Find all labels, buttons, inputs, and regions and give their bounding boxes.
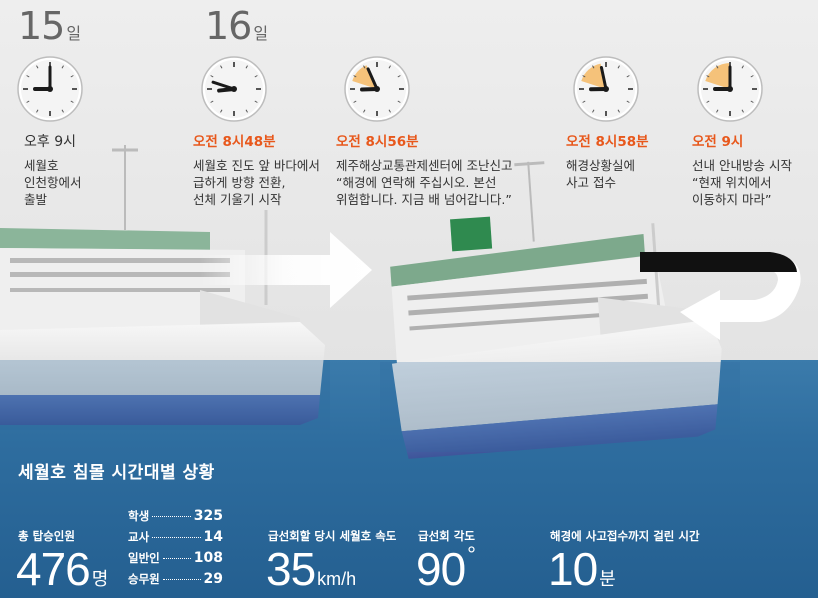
clock-icon <box>17 56 83 122</box>
clock-icon <box>344 56 410 122</box>
infographic-title: 세월호 침몰 시간대별 상황 <box>18 463 215 483</box>
event-time: 오전 8시56분 <box>336 134 419 150</box>
event-desc: 세월호 진도 앞 바다에서 급하게 방향 전환, 선체 기울기 시작 <box>193 158 320 207</box>
event-time: 오전 8시58분 <box>566 134 649 150</box>
progress-arrow <box>200 232 372 308</box>
minute-hand <box>211 80 236 91</box>
elapsed-wedge <box>581 63 606 89</box>
passengers-label: 총 탑승인원 <box>18 529 75 543</box>
clock-icon <box>201 56 267 122</box>
minute-hand <box>599 65 608 91</box>
event-desc: 해경상황실에 사고 접수 <box>566 158 636 190</box>
ship-listing <box>390 161 722 459</box>
ship-upright <box>0 145 330 430</box>
event-1: 오후 9시 세월호 인천항에서 출발 <box>24 134 82 208</box>
report-time-label: 해경에 사고접수까지 걸린 시간 <box>550 529 700 543</box>
elapsed-wedge <box>705 63 730 89</box>
event-desc: 제주해상교통관제센터에 조난신고 “해경에 연락해 주십시오. 본선 위험합니다… <box>336 158 513 207</box>
event-4: 오전 8시58분 해경상황실에 사고 접수 <box>566 134 649 191</box>
angle-label: 급선회 각도 <box>418 529 475 543</box>
event-5: 오전 9시 선내 안내방송 시작 “현재 위치에서 이동하지 마라” <box>692 134 792 208</box>
event-time: 오후 9시 <box>24 134 76 150</box>
event-2: 오전 8시48분 세월호 진도 앞 바다에서 급하게 방향 전환, 선체 기울기… <box>193 134 320 208</box>
event-time: 오전 9시 <box>692 134 744 150</box>
angle-value: 90° <box>416 542 476 595</box>
speed-label: 급선회할 당시 세월호 속도 <box>268 529 397 543</box>
clock-icon <box>573 56 639 122</box>
event-3: 오전 8시56분 제주해상교통관제센터에 조난신고 “해경에 연락해 주십시오.… <box>336 134 512 208</box>
event-desc: 선내 안내방송 시작 “현재 위치에서 이동하지 마라” <box>692 158 792 207</box>
turn-arrow <box>640 252 801 340</box>
elapsed-wedge <box>352 65 377 89</box>
clock-icon <box>697 56 763 122</box>
minute-hand <box>366 67 379 91</box>
event-time: 오전 8시48분 <box>193 134 276 150</box>
event-desc: 세월호 인천항에서 출발 <box>24 158 82 207</box>
